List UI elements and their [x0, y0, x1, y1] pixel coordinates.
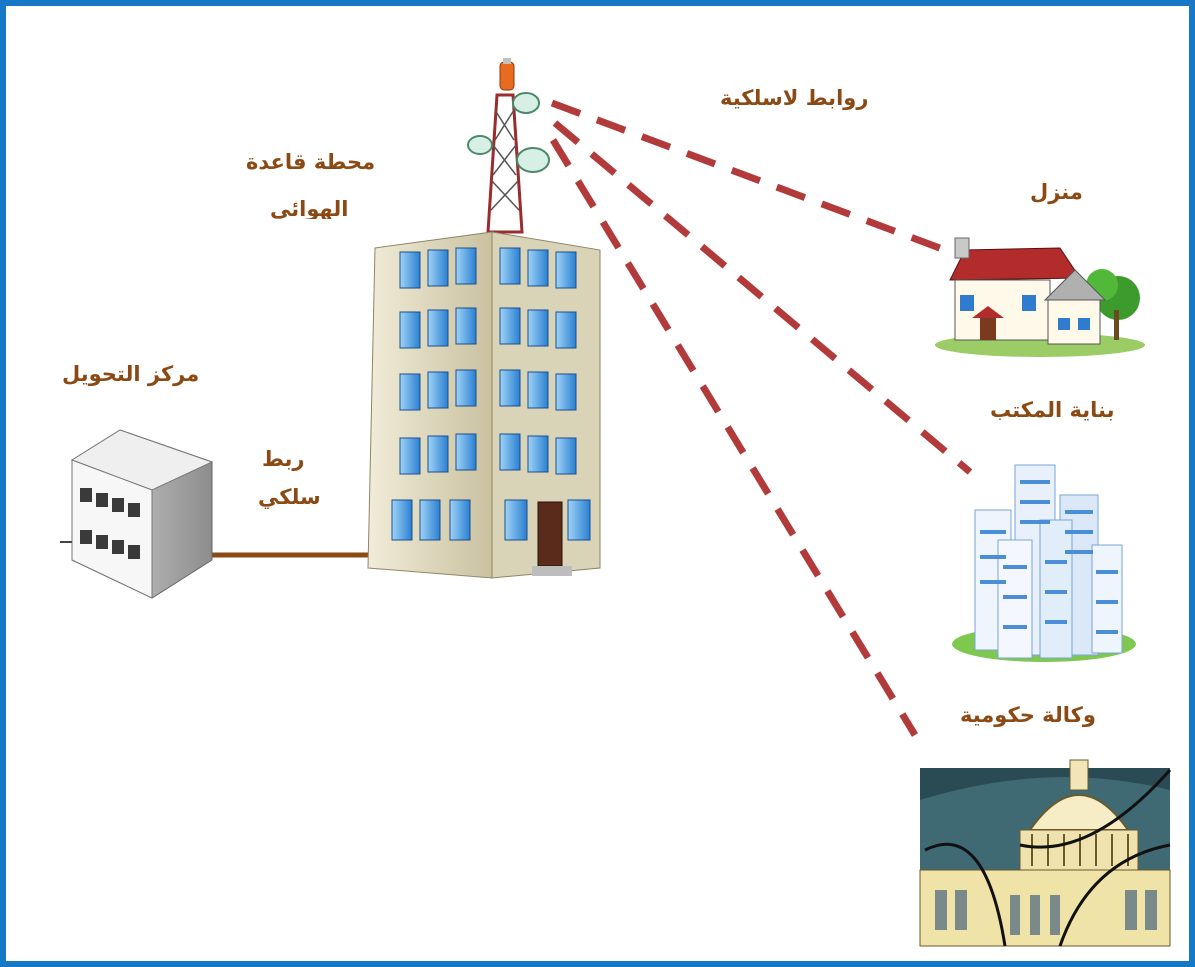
skyscrapers-icon	[952, 464, 1136, 662]
wireless-link-home	[550, 99, 947, 254]
government-agency-label: وكالة حكومية	[960, 703, 1096, 727]
capitol-building-icon	[919, 759, 1172, 947]
wired-link-label: ربط	[262, 447, 305, 471]
antenna-tower-icon	[467, 58, 550, 234]
wired-link-label-line2: سلكي	[258, 485, 321, 509]
wireless-links-label: روابط لاسلكية	[720, 86, 869, 110]
base-station-label: محطة قاعدة	[246, 150, 376, 174]
home-label: منزل	[1030, 180, 1083, 204]
office-tower-icon	[367, 231, 601, 579]
server-building-icon	[60, 429, 214, 599]
wireless-link-government	[550, 138, 918, 737]
base-station-label-line2: الهوائي	[270, 197, 349, 219]
house-icon	[935, 237, 1145, 357]
office-building-label: بناية المكتب	[990, 398, 1115, 422]
wireless-links	[550, 99, 973, 737]
wireless-link-office	[552, 120, 973, 475]
switching-center-label: مركز التحويل	[62, 362, 200, 386]
